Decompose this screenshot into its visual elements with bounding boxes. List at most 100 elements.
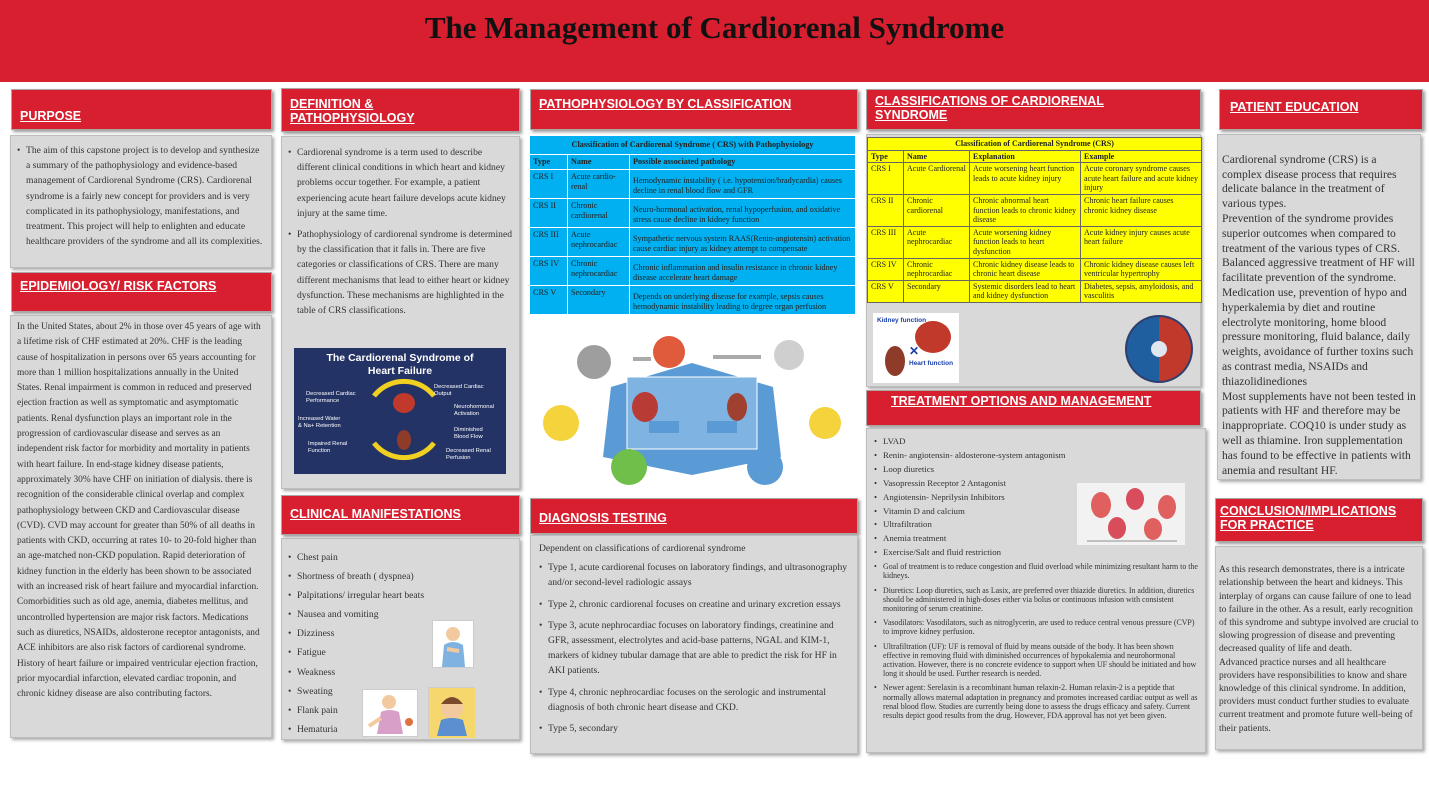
title-banner <box>0 0 1429 82</box>
patho-col-type: Type <box>529 154 568 170</box>
list-item: Ultrafiltration (UF): UF is removal of f… <box>874 642 1198 679</box>
patient-ed-text: Cardiorenal syndrome (CRS) is a complex … <box>1222 152 1416 477</box>
table-cell: Acute nephrocardiac <box>567 227 630 257</box>
table-cell: Chronic cardiorenal <box>567 198 630 228</box>
list-item: Type 2, chronic cardiorenal focuses on c… <box>539 597 849 612</box>
class-col-name: Name <box>903 149 970 164</box>
list-item: Palpitations/ irregular heart beats <box>288 586 513 605</box>
clinical-panel: Chest painShortness of breath ( dyspnea)… <box>281 538 520 740</box>
list-item: LVAD <box>874 435 1198 449</box>
svg-text:Output: Output <box>434 391 452 397</box>
conclusion-text: As this research demonstrates, there is … <box>1219 565 1419 734</box>
list-item: Renin- angiotensin- aldosterone-system a… <box>874 449 1198 463</box>
patho-col-pathology: Possible associated pathology <box>629 154 856 170</box>
list-item: Sweating <box>288 682 513 701</box>
clinical-header: CLINICAL MANIFESTATIONS <box>281 495 520 535</box>
table-cell: Acute nephrocardiac <box>903 225 970 259</box>
table-cell: Chronic heart failure causes chronic kid… <box>1080 193 1202 227</box>
conclusion-header-label: CONCLUSION/IMPLICATIONS FOR PRACTICE <box>1220 504 1397 532</box>
poster-title: The Management of Cardiorenal Syndrome <box>424 10 1005 45</box>
list-item: Type 1, acute cardiorenal focuses on lab… <box>539 560 849 590</box>
heart-icon <box>393 393 415 413</box>
class-col-type: Type <box>867 149 904 164</box>
kidney-stones-icon <box>1077 483 1185 545</box>
epidemiology-header: EPIDEMIOLOGY/ RISK FACTORS <box>11 272 272 312</box>
svg-text:Blood Flow: Blood Flow <box>454 434 483 440</box>
table-cell: Sympathetic nervous system RAAS(Renin-an… <box>629 227 856 257</box>
list-item: Vitamin D and calcium <box>874 505 1198 519</box>
table-cell: CRS II <box>529 198 568 228</box>
cycle-diagram-icon <box>1125 315 1193 383</box>
list-item: Vasodilators: Vasodilators, such as nitr… <box>874 618 1198 636</box>
class-table-wrap: Classification of Cardiorenal Syndrome (… <box>867 137 1202 303</box>
table-cell: Acute cardio-renal <box>567 169 630 199</box>
patient-ed-header-label: PATIENT EDUCATION <box>1230 100 1359 114</box>
table-cell: CRS V <box>867 279 904 303</box>
list-item: Dizziness <box>288 624 513 643</box>
table-cell: CRS III <box>529 227 568 257</box>
hf-label-3: Neurohormonal <box>454 404 494 410</box>
list-item: Anemia treatment <box>874 532 1198 546</box>
list-item: Goal of treatment is to reduce congestio… <box>874 562 1198 580</box>
patient-chest-pain-icon <box>432 620 474 668</box>
heart-function-label: Heart function <box>909 360 953 367</box>
treatment-details: Goal of treatment is to reduce congestio… <box>874 562 1198 720</box>
list-item: Vasopressin Receptor 2 Antagonist <box>874 477 1198 491</box>
conclusion-panel: As this research demonstrates, there is … <box>1215 546 1423 750</box>
list-item: Hematuria <box>288 720 513 739</box>
diagnosis-intro: Dependent on classifications of cardiore… <box>539 543 746 554</box>
epidemiology-panel: In the United States, about 2% in those … <box>10 315 272 738</box>
table-cell: Secondary <box>903 279 970 303</box>
patho-table: Classification of Cardiorenal Syndrome (… <box>529 135 856 315</box>
purpose-header: PURPOSE <box>11 89 272 130</box>
hf-label-7: Decreased Renal <box>446 448 491 454</box>
patho-col-name: Name <box>567 154 630 170</box>
purpose-panel: The aim of this capstone project is to d… <box>10 135 272 268</box>
heart-failure-figure: The Cardiorenal Syndrome of Heart Failur… <box>294 348 506 474</box>
diagnosis-panel: Dependent on classifications of cardiore… <box>530 535 858 754</box>
list-item: Chest pain <box>288 548 513 567</box>
patient-ed-panel: Cardiorenal syndrome (CRS) is a complex … <box>1217 134 1421 480</box>
class-col-example: Example <box>1080 149 1202 164</box>
list-item: Loop diuretics <box>874 463 1198 477</box>
treatment-list: LVADRenin- angiotensin- aldosterone-syst… <box>874 435 1198 560</box>
table-cell: Chronic inflammation and insulin resista… <box>629 256 856 286</box>
definition-bullet-2: Pathophysiology of cardiorenal syndrome … <box>288 227 513 318</box>
purpose-header-label: PURPOSE <box>20 109 82 123</box>
classifications-header-label: CLASSIFICATIONS OF CARDIORENAL SYNDROME <box>875 94 1104 122</box>
list-item: Type 5, secondary <box>539 721 849 736</box>
epidemiology-header-label: EPIDEMIOLOGY/ RISK FACTORS <box>20 279 217 293</box>
table-cell: Chronic nephrocardiac <box>567 256 630 286</box>
table-cell: Neuro-hormonal activation, renal hypoper… <box>629 198 856 228</box>
svg-text:Perfusion: Perfusion <box>446 455 471 461</box>
table-cell: CRS III <box>867 225 904 259</box>
clinical-header-label: CLINICAL MANIFESTATIONS <box>290 507 461 521</box>
hf-figure-title-2: Heart Failure <box>368 365 432 377</box>
patient-headache-icon <box>428 687 475 738</box>
table-cell: CRS I <box>867 162 904 195</box>
kidney-function-label: Kidney function <box>877 317 926 324</box>
list-item: Diuretics: Loop diuretics, such as Lasix… <box>874 586 1198 614</box>
table-cell: CRS V <box>529 285 568 315</box>
definition-panel: Cardiorenal syndrome is a term used to d… <box>281 136 520 489</box>
patient-flank-pain-icon <box>362 689 418 737</box>
patient-ed-header: PATIENT EDUCATION <box>1219 89 1423 130</box>
table-cell: Chronic cardiorenal <box>903 193 970 227</box>
diagnosis-header: DIAGNOSIS TESTING <box>530 498 858 534</box>
hf-label-2: Decreased Cardiac <box>434 384 484 390</box>
heart-kidney-diagram-icon <box>541 335 843 487</box>
list-item: Weakness <box>288 663 513 682</box>
definition-bullet-1: Cardiorenal syndrome is a term used to d… <box>288 145 513 221</box>
list-item: Shortness of breath ( dyspnea) <box>288 567 513 586</box>
table-cell: Acute coronary syndrome causes acute hea… <box>1080 162 1202 195</box>
table-cell: CRS I <box>529 169 568 199</box>
list-item: Ultrafiltration <box>874 518 1198 532</box>
list-item: Type 3, acute nephrocardiac focuses on l… <box>539 618 849 679</box>
list-item: Fatigue <box>288 643 513 662</box>
